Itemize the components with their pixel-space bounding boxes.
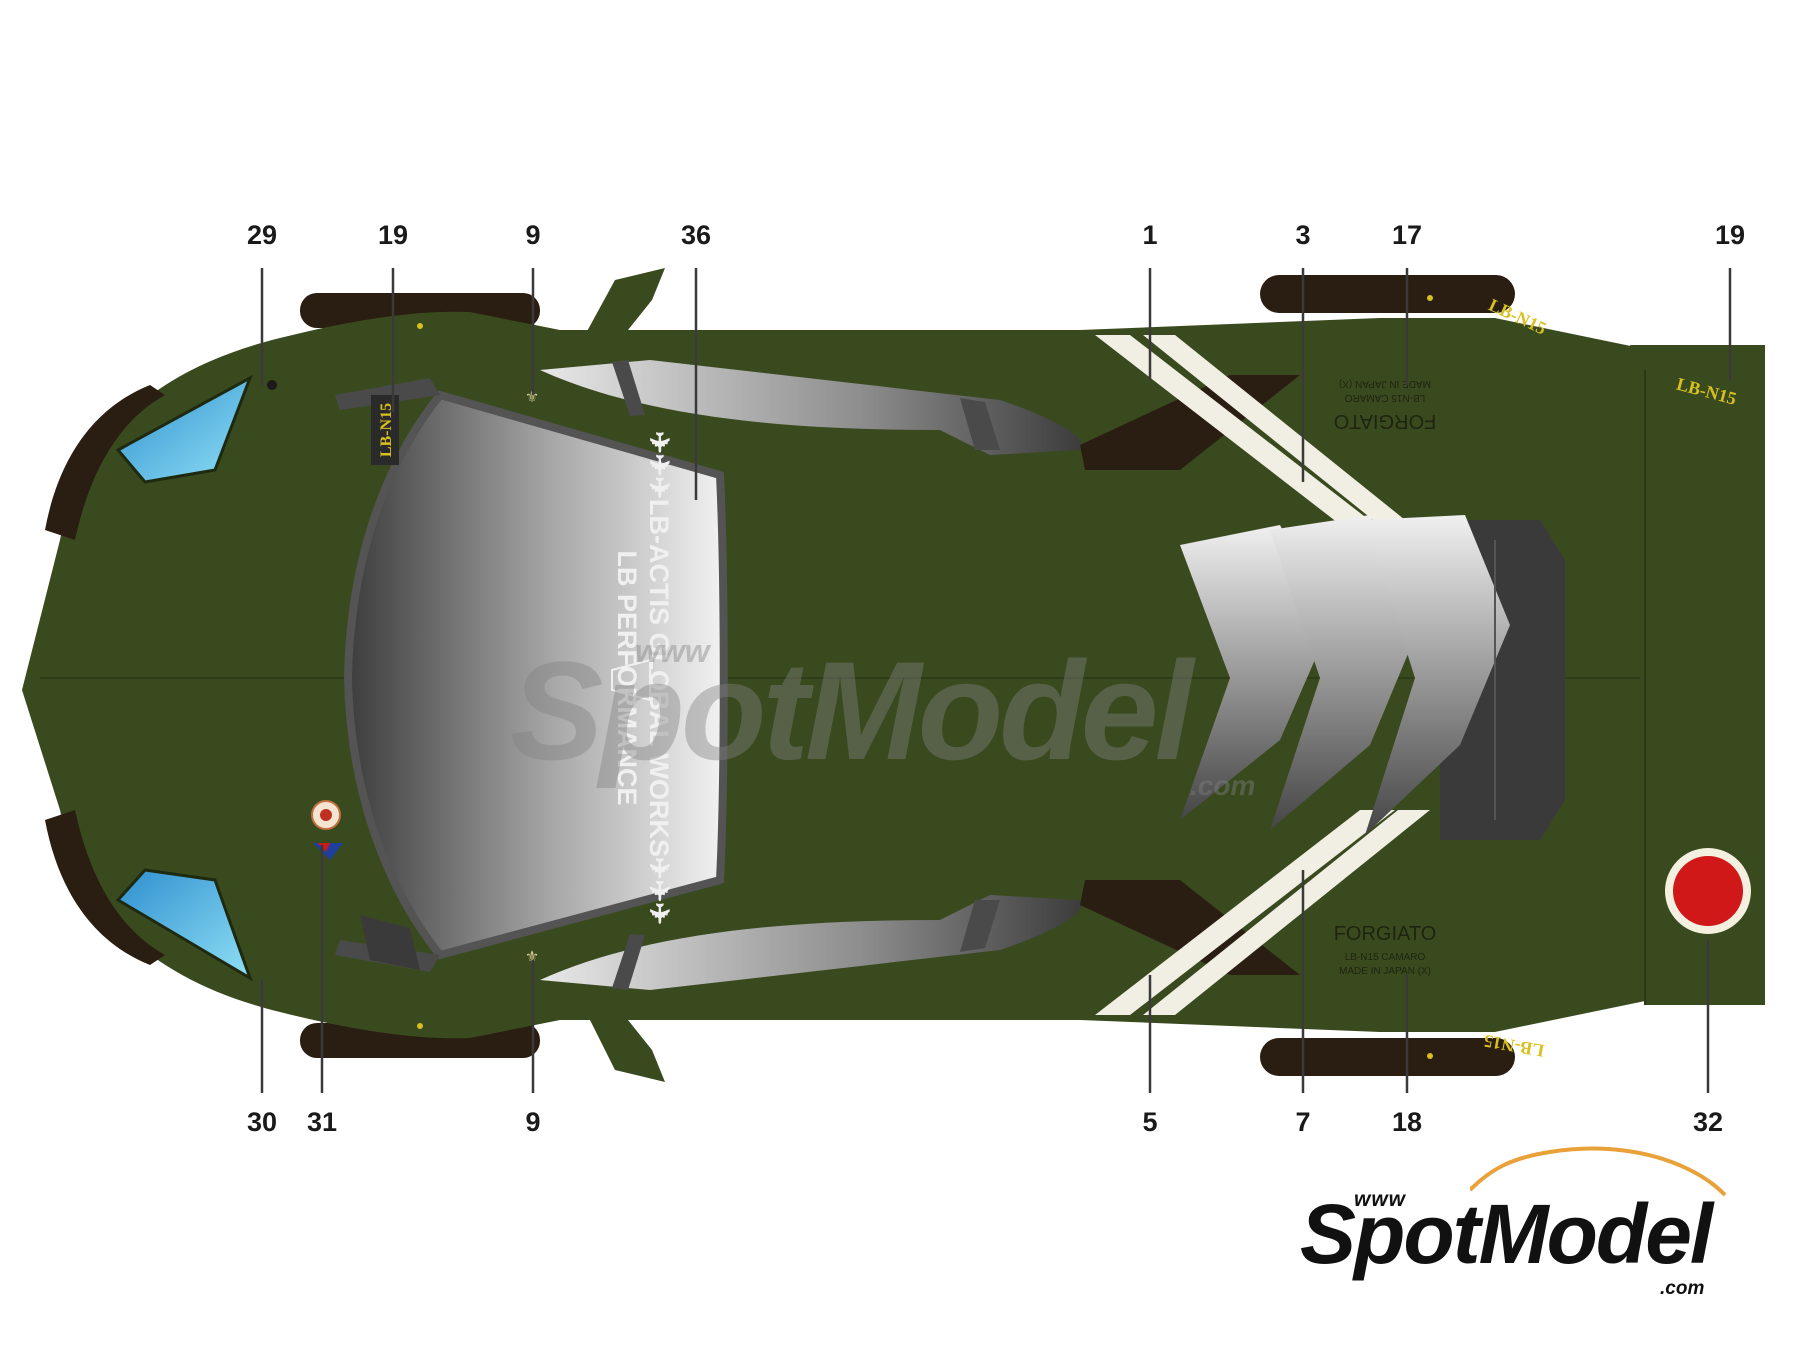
front-bumper-lower — [45, 810, 165, 965]
callout-1: 1 — [1142, 220, 1158, 250]
lb-tag-front: LB-N15 — [371, 395, 399, 465]
callout-9-bottom: 9 — [525, 1107, 541, 1137]
car-silhouette-icon — [1470, 1146, 1727, 1197]
badge-31-emblem — [311, 800, 343, 860]
leader-lines — [260, 268, 1732, 1093]
headlight-right — [115, 868, 253, 982]
window-divider-left-2 — [960, 398, 1000, 450]
callout-7: 7 — [1295, 1107, 1311, 1137]
side-window-left — [540, 360, 1082, 455]
stripe-decal-bottom — [1095, 810, 1430, 1015]
callout-36: 36 — [680, 220, 712, 250]
badge-29-emblem — [267, 380, 277, 390]
callout-9-top: 9 — [525, 220, 541, 250]
callout-18: 18 — [1391, 1107, 1423, 1137]
callout-31: 31 — [306, 1107, 338, 1137]
callout-19: 19 — [377, 220, 409, 250]
a-pillar-left — [335, 378, 440, 410]
callout-29: 29 — [246, 220, 278, 250]
callout-17: 17 — [1391, 220, 1423, 250]
callout-19-wing: 19 — [1714, 220, 1746, 250]
logo-brand: SpotModel — [1300, 1187, 1713, 1281]
crest-9-top: ⚜ — [525, 387, 539, 406]
mirror-right — [585, 1010, 665, 1082]
windshield-decal-line2: LB PERFORMANCE — [612, 551, 642, 806]
lb-tag-front-text: LB-N15 — [378, 403, 395, 457]
window-divider-right-1 — [612, 934, 645, 990]
windshield-decal-line1: ✈✈✈LB-ACTIS GLOBAL WORKS✈✈✈ — [644, 431, 674, 925]
headlight-left — [115, 374, 253, 484]
engine-cover — [1180, 515, 1565, 840]
callout-32: 32 — [1692, 1107, 1724, 1137]
window-divider-right-2 — [960, 900, 1000, 952]
tire-rear-right — [1260, 1038, 1515, 1076]
svg-text:⚜: ⚜ — [525, 387, 539, 406]
forgiato-top-sub2: MADE IN JAPAN (X) — [1339, 378, 1431, 389]
side-window-right — [540, 895, 1082, 990]
crest-9-bottom: ⚜ — [525, 947, 539, 966]
forgiato-bottom-sub: LB-N15 CAMARO — [1345, 952, 1426, 963]
forgiato-top-text: FORGIATO — [1334, 410, 1437, 432]
bolt-marker-left — [417, 295, 1433, 1059]
logo-www: www — [1354, 1188, 1407, 1211]
spotmodel-logo: www SpotModel .com — [1280, 1140, 1750, 1315]
callout-30: 30 — [246, 1107, 278, 1137]
callout-3: 3 — [1295, 220, 1311, 250]
callout-5: 5 — [1142, 1107, 1158, 1137]
forgiato-decal-bottom: FORGIATO LB-N15 CAMARO MADE IN JAPAN (X) — [1334, 923, 1437, 977]
tire-rear-left — [1260, 275, 1515, 313]
windshield — [343, 390, 728, 960]
svg-text:⚜: ⚜ — [525, 947, 539, 966]
front-bumper-upper — [45, 385, 165, 540]
logo-com: .com — [1660, 1278, 1705, 1299]
mirror-left — [585, 268, 665, 340]
stripe-decal-top — [1095, 335, 1430, 540]
forgiato-decal-top: FORGIATO LB-N15 CAMARO MADE IN JAPAN (X) — [1334, 378, 1437, 432]
forgiato-bottom-sub2: MADE IN JAPAN (X) — [1339, 966, 1431, 977]
forgiato-top-sub: LB-N15 CAMARO — [1344, 392, 1425, 403]
forgiato-bottom-text: FORGIATO — [1334, 923, 1437, 945]
wing-endplate-top — [1630, 345, 1665, 370]
window-divider-left-1 — [612, 360, 645, 416]
roundel-decal — [1665, 848, 1751, 934]
hood-emblem — [611, 658, 651, 702]
cowl-right — [360, 915, 420, 970]
